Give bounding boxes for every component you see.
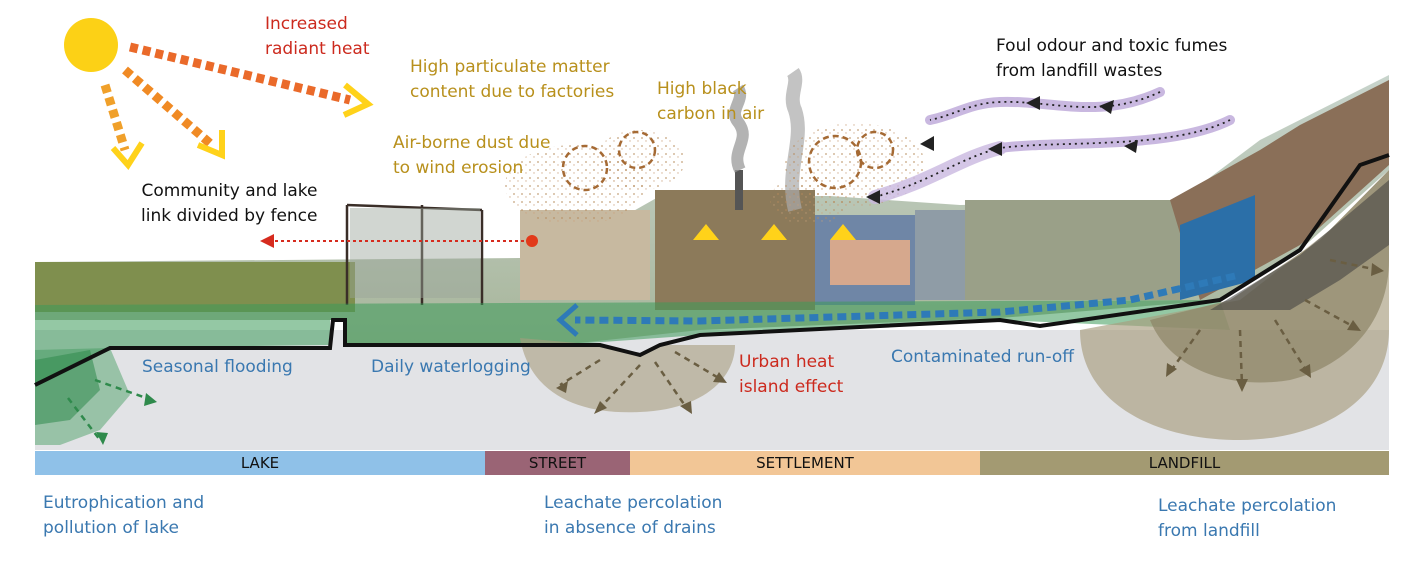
runoff-label: Contaminated run-off	[891, 347, 1075, 367]
photo-panorama	[35, 67, 1389, 345]
fume-trails	[866, 87, 1235, 204]
dust-clouds	[505, 123, 925, 225]
radiant-heat-arrows	[100, 42, 352, 152]
heat-island-arrows	[693, 224, 856, 325]
water-body	[35, 300, 1230, 385]
lake-plume-inner	[35, 350, 100, 425]
zone-band-lake: LAKE	[35, 451, 485, 475]
runoff-arrow	[556, 272, 1236, 337]
radiant-heat-arrowheads	[110, 82, 374, 170]
seasonal-flooding-label: Seasonal flooding	[142, 357, 293, 377]
zone-band-street: STREET	[485, 451, 630, 475]
street-leachate-plume	[520, 338, 735, 413]
leachate-arrows	[67, 258, 1379, 441]
zone-band-landfill: LANDFILL	[980, 451, 1389, 475]
ground-profile-line	[34, 153, 1390, 387]
sun-icon	[64, 18, 118, 72]
zone-band-settlement: SETTLEMENT	[630, 451, 980, 475]
daily-waterlogging-label: Daily waterlogging	[371, 357, 531, 377]
landfill-waste-mound	[1210, 180, 1389, 310]
leachate-arrowheads	[96, 263, 1384, 445]
fence-link-arrow	[260, 234, 538, 248]
